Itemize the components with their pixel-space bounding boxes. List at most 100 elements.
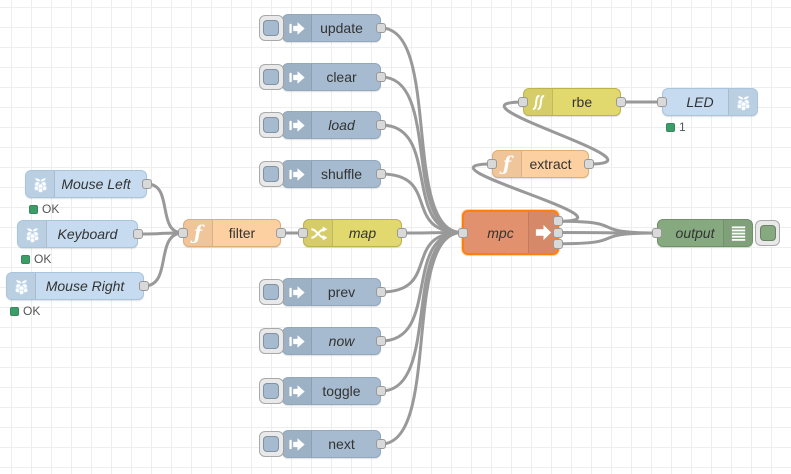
mouse-left-status: OK (29, 202, 59, 216)
node-toggle[interactable]: toggle (259, 377, 386, 405)
prev-inject-button[interactable] (259, 279, 284, 305)
shuffle-inject-button[interactable] (259, 161, 284, 187)
load-inject-button[interactable] (259, 112, 284, 138)
node-update[interactable]: update (259, 14, 386, 42)
function-icon: ƒ (184, 220, 213, 246)
wire-next-to-mpc[interactable] (379, 231, 464, 446)
load-output-port-1[interactable] (376, 120, 386, 130)
wire-clear-to-mpc[interactable] (379, 75, 464, 234)
output-toggle-button[interactable] (755, 220, 780, 246)
button-inner (263, 166, 279, 182)
inject-arrow-icon (283, 112, 312, 138)
button-inner (263, 333, 279, 349)
wire-toggle-to-mpc[interactable] (379, 231, 464, 393)
button-inner (263, 383, 279, 399)
node-prev[interactable]: prev (259, 278, 386, 306)
wire-update-to-mpc[interactable] (379, 26, 464, 234)
wire-mpc-to-extract[interactable] (471, 162, 580, 223)
led-input-port[interactable] (657, 97, 667, 107)
status-dot (21, 254, 30, 264)
node-label: rbe (571, 94, 593, 110)
mouse-right-output-port-1[interactable] (139, 281, 149, 291)
rbe-output-port-1[interactable] (616, 97, 626, 107)
node-load[interactable]: load (259, 111, 386, 139)
node-label: load (328, 117, 355, 133)
raspberry-pi-icon (18, 221, 47, 247)
status-text: 1 (679, 120, 686, 134)
clear-inject-button[interactable] (259, 64, 284, 90)
prev-output-port-1[interactable] (376, 287, 386, 297)
node-label: mpc (487, 224, 514, 241)
wire-extract-to-rbe[interactable] (502, 100, 610, 166)
wire-shuffle-to-mpc[interactable] (379, 172, 464, 234)
node-label: filter (228, 225, 256, 241)
shuffle-output-port-1[interactable] (376, 169, 386, 179)
inject-arrow-icon (283, 15, 312, 41)
update-output-port-1[interactable] (376, 23, 386, 33)
node-label: toggle (322, 383, 361, 399)
debug-list-icon (723, 220, 752, 246)
node-label: now (328, 333, 355, 349)
status-text: OK (34, 252, 52, 266)
mpc-input-port[interactable] (458, 227, 468, 238)
hysteresis-icon (524, 89, 553, 115)
node-map[interactable]: map (298, 219, 407, 247)
button-inner (263, 20, 279, 36)
rbe-input-port[interactable] (518, 97, 528, 107)
clear-output-port-1[interactable] (376, 72, 386, 82)
node-rbe[interactable]: rbe (518, 88, 626, 116)
wire-now-to-mpc[interactable] (379, 231, 464, 343)
output-input-port[interactable] (652, 228, 662, 238)
toggle-inject-button[interactable] (259, 378, 284, 404)
wire-mouse-right-to-filter[interactable] (142, 231, 185, 288)
node-shuffle[interactable]: shuffle (259, 160, 386, 188)
extract-input-port[interactable] (487, 159, 497, 169)
extract-output-port-1[interactable] (584, 159, 594, 169)
map-output-port-1[interactable] (397, 228, 407, 238)
node-label: map (348, 225, 377, 241)
wire-keyboard-to-filter[interactable] (136, 231, 185, 236)
mouse-left-output-port-1[interactable] (142, 179, 152, 189)
mouse-right-status: OK (10, 304, 40, 318)
wire-mpc-to-output[interactable] (557, 231, 659, 246)
button-inner (263, 117, 279, 133)
mpc-output-port-1[interactable] (553, 216, 563, 227)
node-clear[interactable]: clear (259, 63, 386, 91)
node-now[interactable]: now (259, 327, 386, 355)
filter-input-port[interactable] (178, 228, 188, 238)
node-label: LED (686, 94, 714, 110)
mpc-output-port-2[interactable] (553, 227, 563, 238)
node-next[interactable]: next (259, 430, 386, 458)
now-inject-button[interactable] (259, 328, 284, 354)
next-output-port-1[interactable] (376, 439, 386, 449)
map-input-port[interactable] (298, 228, 308, 238)
keyboard-output-port-1[interactable] (133, 229, 143, 239)
toggle-output-port-1[interactable] (376, 386, 386, 396)
filter-output-port-1[interactable] (276, 228, 286, 238)
inject-arrow-icon (283, 64, 312, 90)
node-label: clear (326, 69, 357, 85)
wire-load-to-mpc[interactable] (379, 123, 464, 234)
node-label: shuffle (321, 166, 362, 182)
mpc-output-port-3[interactable] (553, 238, 563, 249)
update-inject-button[interactable] (259, 15, 284, 41)
now-output-port-1[interactable] (376, 336, 386, 346)
keyboard-status: OK (21, 252, 51, 266)
node-mpc[interactable]: mpc (458, 210, 563, 255)
node-label: Mouse Left (61, 176, 131, 192)
next-inject-button[interactable] (259, 431, 284, 457)
led-status: 1 (666, 120, 686, 134)
button-inner (263, 436, 279, 452)
inject-arrow-icon (283, 328, 312, 354)
node-output[interactable]: output (652, 219, 780, 247)
wire-mouse-left-to-filter[interactable] (145, 182, 185, 235)
block-arrow-icon (528, 212, 557, 253)
